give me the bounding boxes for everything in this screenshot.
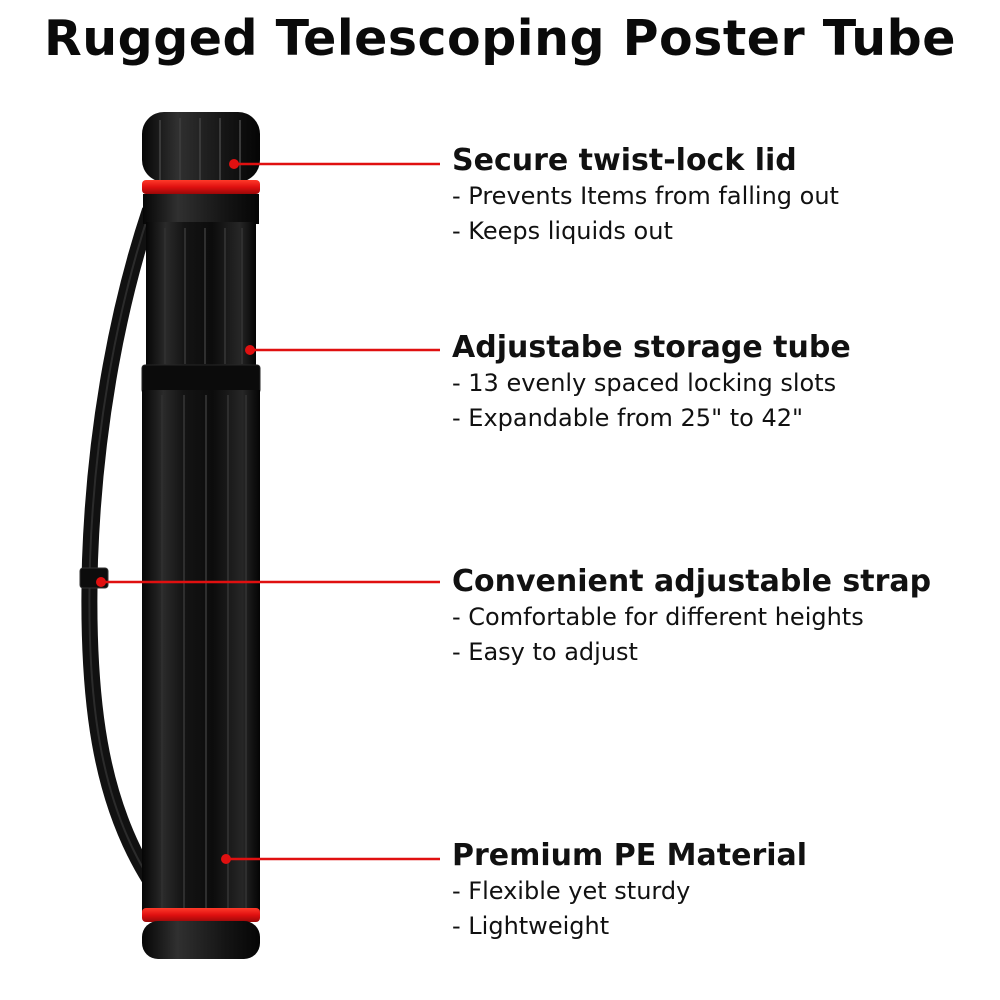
feature-bullet: - 13 evenly spaced locking slots <box>452 369 837 397</box>
main-tube <box>142 390 260 915</box>
shoulder-strap <box>79 207 158 885</box>
locking-collar <box>141 364 261 394</box>
feature-heading: Secure twist-lock lid <box>452 143 797 178</box>
bottom-cap <box>142 908 260 959</box>
feature-bullet: - Flexible yet sturdy <box>452 877 691 905</box>
twist-lock-lid <box>142 112 260 224</box>
page-title: Rugged Telescoping Poster Tube <box>44 10 956 67</box>
feature-twist-lock-lid: Secure twist-lock lid - Prevents Items f… <box>452 143 839 249</box>
feature-bullet: - Lightweight <box>452 912 610 940</box>
feature-bullet: - Expandable from 25" to 42" <box>452 404 804 432</box>
feature-bullet: - Keeps liquids out <box>452 217 673 245</box>
callout-lines <box>96 159 440 864</box>
red-ring-bottom <box>142 908 260 922</box>
feature-heading: Convenient adjustable strap <box>452 564 932 599</box>
feature-bullet: - Easy to adjust <box>452 638 638 666</box>
feature-pe-material: Premium PE Material - Flexible yet sturd… <box>452 838 807 944</box>
inner-tube <box>141 222 261 394</box>
feature-storage-tube: Adjustabe storage tube - 13 evenly space… <box>452 330 851 436</box>
feature-heading: Premium PE Material <box>452 838 808 873</box>
feature-bullet: - Prevents Items from falling out <box>452 182 839 210</box>
feature-bullet: - Comfortable for different heights <box>452 603 864 631</box>
feature-adjustable-strap: Convenient adjustable strap - Comfortabl… <box>452 564 931 670</box>
feature-heading: Adjustabe storage tube <box>452 330 851 365</box>
red-ring-top <box>142 180 260 194</box>
